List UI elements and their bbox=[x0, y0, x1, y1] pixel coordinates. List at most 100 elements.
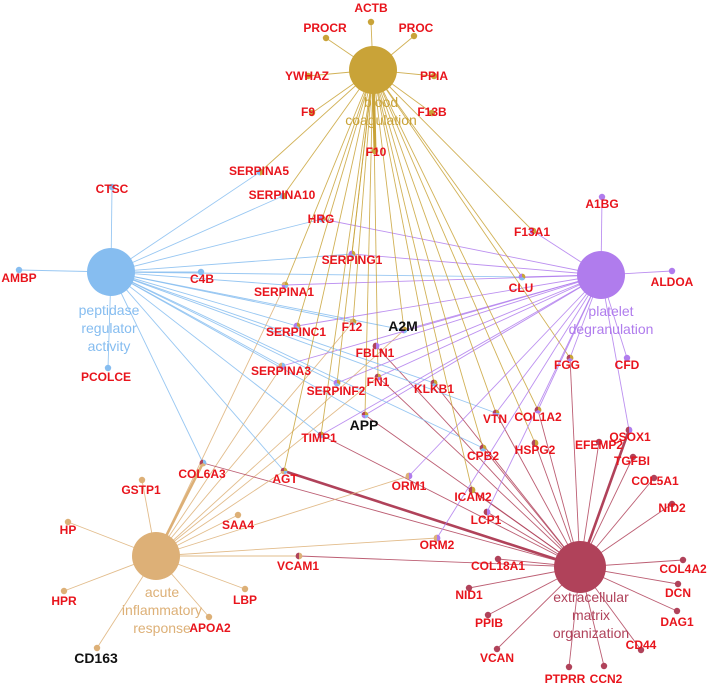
gene-dot-slice bbox=[317, 435, 321, 439]
gene-node-c4b: C4B bbox=[190, 268, 214, 286]
gene-label-vtn: VTN bbox=[483, 412, 507, 426]
edge-timp1-ecm bbox=[320, 434, 581, 568]
edge-fn1-ecm bbox=[377, 376, 581, 568]
gene-dot bbox=[565, 663, 573, 671]
gene-node-f13b: F13B bbox=[417, 105, 447, 119]
gene-label-serpinc1: SERPINC1 bbox=[266, 325, 326, 339]
gene-dot-slice bbox=[281, 281, 285, 285]
gene-node-col5a1: COL5A1 bbox=[631, 474, 679, 488]
gene-label-aldoa: ALDOA bbox=[651, 275, 694, 289]
gene-dot bbox=[428, 109, 436, 117]
hub-node-acute bbox=[132, 532, 180, 580]
edge-timp1-peptidase bbox=[110, 271, 322, 436]
edge-vtn-blood bbox=[372, 69, 497, 414]
hub-label-platelet: platelet bbox=[588, 303, 633, 319]
gene-dot bbox=[15, 266, 23, 274]
edge-klkb1-blood bbox=[372, 69, 435, 384]
gene-dot bbox=[205, 613, 213, 621]
gene-node-proc: PROC bbox=[399, 21, 434, 40]
edge-agt-blood bbox=[283, 69, 374, 472]
gene-node-fbln1: FBLN1 bbox=[356, 342, 395, 360]
gene-dot-slice bbox=[434, 379, 438, 385]
gene-label-c4b: C4B bbox=[190, 272, 214, 286]
gene-dot-slice bbox=[297, 322, 301, 328]
gene-node-col18a1: COL18A1 bbox=[471, 555, 525, 573]
edge-layer bbox=[18, 21, 684, 668]
edge-orm1-platelet bbox=[408, 274, 602, 477]
gene-dot-slice bbox=[321, 431, 325, 435]
gene-node-icam2: ICAM2 bbox=[454, 486, 492, 504]
gene-dot bbox=[484, 611, 492, 619]
edge-lcp1-platelet bbox=[486, 274, 602, 513]
gene-label-serping1: SERPING1 bbox=[322, 253, 383, 267]
gene-dot-slice bbox=[472, 486, 476, 494]
gene-node-serpina10: SERPINA10 bbox=[249, 188, 316, 202]
edge-fgg-ecm bbox=[569, 357, 581, 568]
edge-vcam1-ecm bbox=[298, 555, 581, 568]
edge-fbln1-platelet bbox=[375, 274, 602, 347]
gene-label-hpr: HPR bbox=[51, 594, 77, 608]
gene-dot bbox=[322, 34, 330, 42]
gene-label-cd163: CD163 bbox=[74, 650, 118, 666]
gene-dot-slice bbox=[629, 426, 633, 434]
gene-label-fbln1: FBLN1 bbox=[356, 346, 395, 360]
hub-label-acute: acute bbox=[145, 584, 179, 600]
gene-node-lbp: LBP bbox=[233, 585, 257, 607]
gene-dot bbox=[637, 646, 645, 654]
gene-node-nid1: NID1 bbox=[455, 584, 483, 602]
edge-f12-blood bbox=[352, 69, 374, 323]
hub-label-blood: blood bbox=[364, 94, 398, 110]
gene-node-ambp: AMBP bbox=[1, 266, 37, 285]
gene-label-lbp: LBP bbox=[233, 593, 257, 607]
gene-dot-slice bbox=[282, 362, 286, 368]
gene-dot bbox=[598, 193, 606, 201]
hub-label-ecm: organization bbox=[553, 625, 629, 641]
gene-dot-slice bbox=[284, 471, 288, 475]
edge-col1a2-blood bbox=[372, 69, 539, 411]
gene-label-lcp1: LCP1 bbox=[471, 513, 502, 527]
gene-dot bbox=[93, 644, 101, 652]
edge-klkb1-ecm bbox=[433, 382, 581, 568]
gene-dot bbox=[138, 476, 146, 484]
gene-label-cfd: CFD bbox=[615, 358, 640, 372]
gene-node-ywhaz: YWHAZ bbox=[285, 69, 329, 83]
hub-label-acute: inflammatory bbox=[122, 602, 202, 618]
gene-node-hrg: HRG bbox=[308, 212, 335, 226]
edge-serpina5-peptidase bbox=[110, 171, 261, 273]
edge-agt-peptidase bbox=[110, 271, 285, 472]
gene-label-cd44: CD44 bbox=[626, 638, 657, 652]
gene-label-col1a2: COL1A2 bbox=[514, 410, 562, 424]
hub-label-ecm: matrix bbox=[572, 607, 610, 623]
gene-dot bbox=[234, 511, 242, 519]
gene-dot-slice bbox=[317, 431, 321, 435]
edge-serpinc1-peptidase bbox=[110, 271, 298, 327]
edge-serpina1-blood bbox=[284, 69, 374, 286]
gene-label-nid2: NID2 bbox=[658, 501, 686, 515]
gene-node-hpr: HPR bbox=[51, 587, 77, 608]
edge-col6a3-peptidase bbox=[110, 271, 204, 464]
hub-label-ecm: extracellular bbox=[553, 589, 629, 605]
edge-serpinc1-platelet bbox=[296, 274, 602, 327]
gene-label-gstp1: GSTP1 bbox=[121, 483, 161, 497]
gene-dot-slice bbox=[625, 426, 629, 434]
gene-dot bbox=[104, 364, 112, 372]
gene-dot bbox=[673, 607, 681, 615]
gene-dot-slice bbox=[293, 322, 297, 328]
edge-serping1-peptidase bbox=[110, 253, 353, 273]
gene-dot-slice bbox=[365, 411, 369, 415]
gene-dot-slice bbox=[487, 508, 491, 516]
gene-dot bbox=[367, 18, 375, 26]
gene-node-dag1: DAG1 bbox=[660, 607, 694, 629]
edge-vtn-platelet bbox=[495, 274, 602, 414]
gene-dot-slice bbox=[353, 318, 357, 324]
gene-label-fn1: FN1 bbox=[367, 375, 390, 389]
gene-dot-slice bbox=[479, 444, 483, 450]
gene-dot-slice bbox=[284, 467, 288, 471]
gene-node-tgfbi: TGFBI bbox=[614, 453, 650, 468]
gene-label-ppib: PPIB bbox=[475, 616, 503, 630]
gene-dot bbox=[679, 556, 687, 564]
gene-node-ppia: PPIA bbox=[420, 69, 448, 83]
gene-label-serpina5: SERPINA5 bbox=[229, 164, 289, 178]
gene-node-timp1: TIMP1 bbox=[301, 431, 337, 445]
gene-node-aldoa: ALDOA bbox=[651, 267, 694, 289]
